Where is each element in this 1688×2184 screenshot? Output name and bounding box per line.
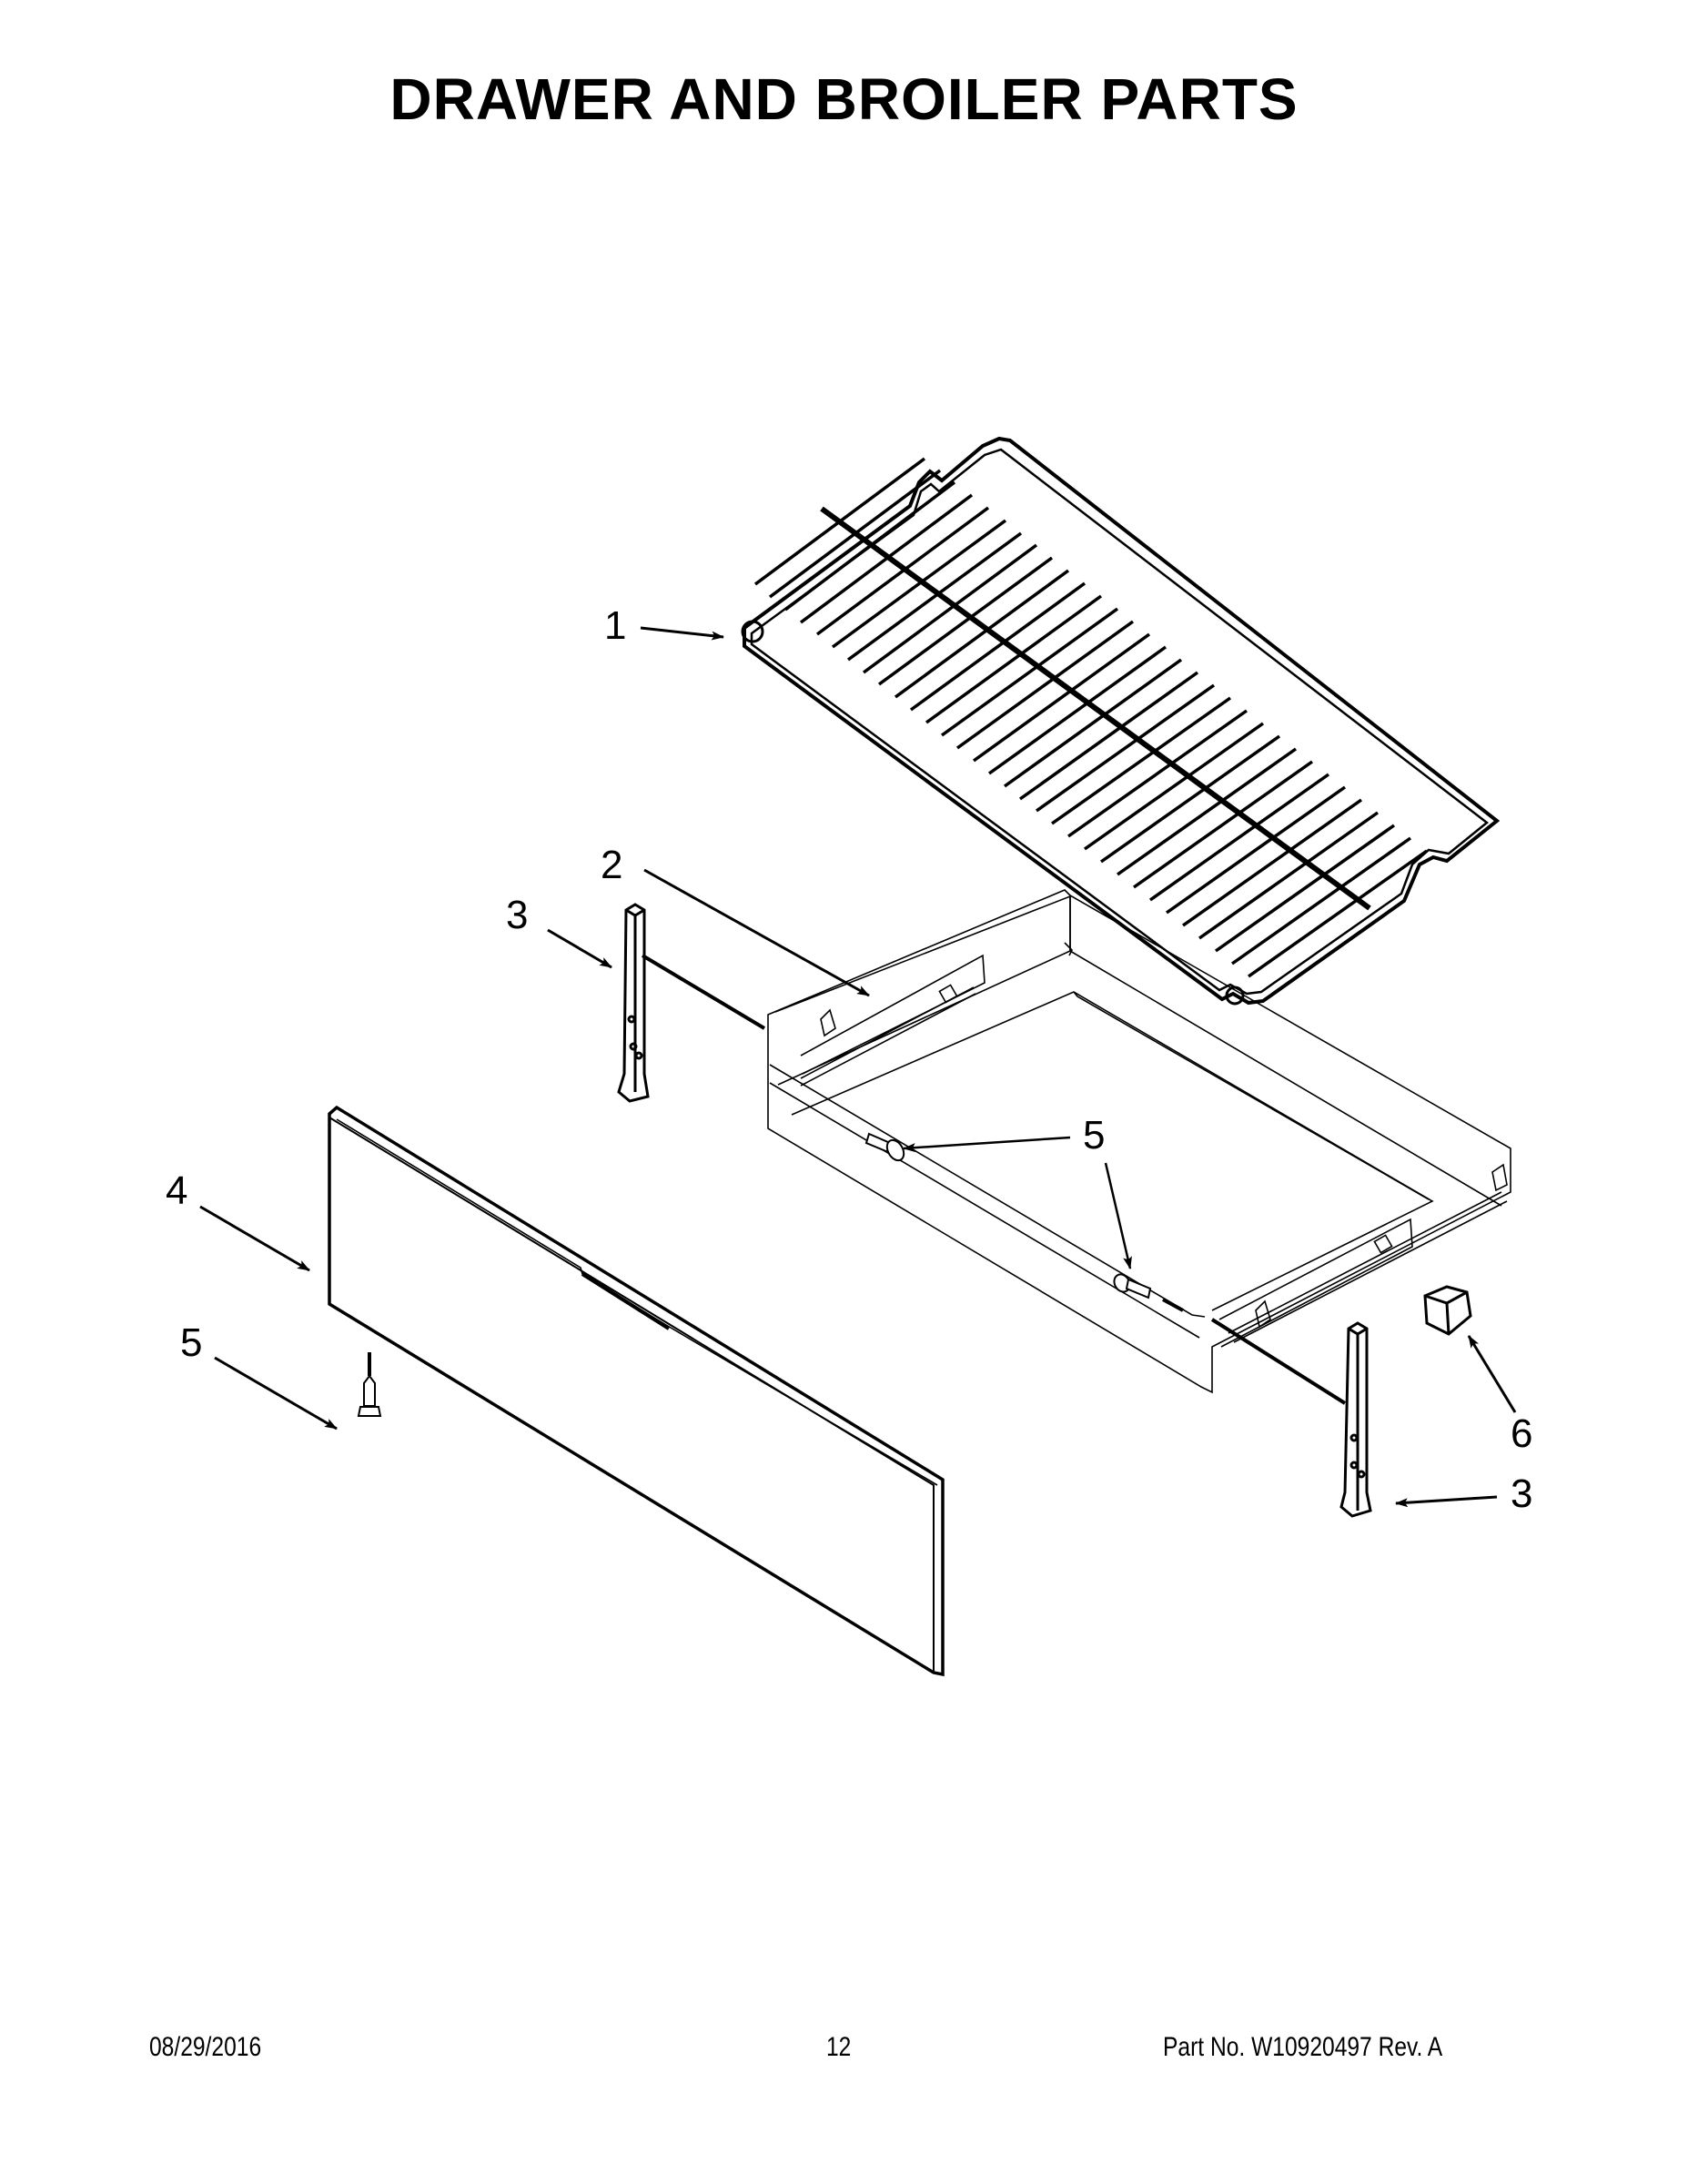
assembly-line xyxy=(1210,1318,1347,1405)
svg-text:3: 3 xyxy=(506,893,528,937)
svg-text:5: 5 xyxy=(1083,1113,1105,1158)
assembly-line xyxy=(1162,1298,1184,1312)
svg-text:1: 1 xyxy=(604,603,626,648)
assembly-line xyxy=(641,954,766,1030)
drawer-slide-bracket-right xyxy=(1339,1321,1372,1518)
callout-panel: 4 xyxy=(166,1168,310,1272)
screw-drawer-right xyxy=(1113,1273,1152,1299)
svg-text:6: 6 xyxy=(1511,1411,1532,1456)
callout-screw-drawer: 5 xyxy=(903,1113,1132,1269)
drawer-slide-bracket-left xyxy=(617,903,650,1103)
callout-bracket-left: 3 xyxy=(506,893,612,969)
clip xyxy=(1423,1285,1472,1336)
oven-rack xyxy=(741,436,1501,1006)
screw-drawer-left xyxy=(864,1132,905,1162)
drawer-body xyxy=(767,889,1511,1394)
drawer-front-panel xyxy=(328,1105,945,1677)
footer-date: 08/29/2016 xyxy=(149,2032,262,2062)
svg-text:4: 4 xyxy=(166,1168,187,1213)
callout-rack: 1 xyxy=(604,603,724,648)
callout-bracket-right: 3 xyxy=(1395,1471,1532,1516)
screw-panel xyxy=(357,1352,382,1417)
svg-text:5: 5 xyxy=(180,1320,202,1365)
svg-text:3: 3 xyxy=(1511,1471,1532,1516)
callout-drawer: 2 xyxy=(601,843,870,997)
footer-page-number: 12 xyxy=(826,2032,852,2062)
footer-part-number: Part No. W10920497 Rev. A xyxy=(1163,2032,1443,2062)
page-title: DRAWER AND BROILER PARTS xyxy=(389,66,1299,132)
callout-clip: 6 xyxy=(1467,1335,1532,1456)
svg-text:2: 2 xyxy=(601,843,622,887)
callout-screw-panel: 5 xyxy=(180,1320,338,1431)
